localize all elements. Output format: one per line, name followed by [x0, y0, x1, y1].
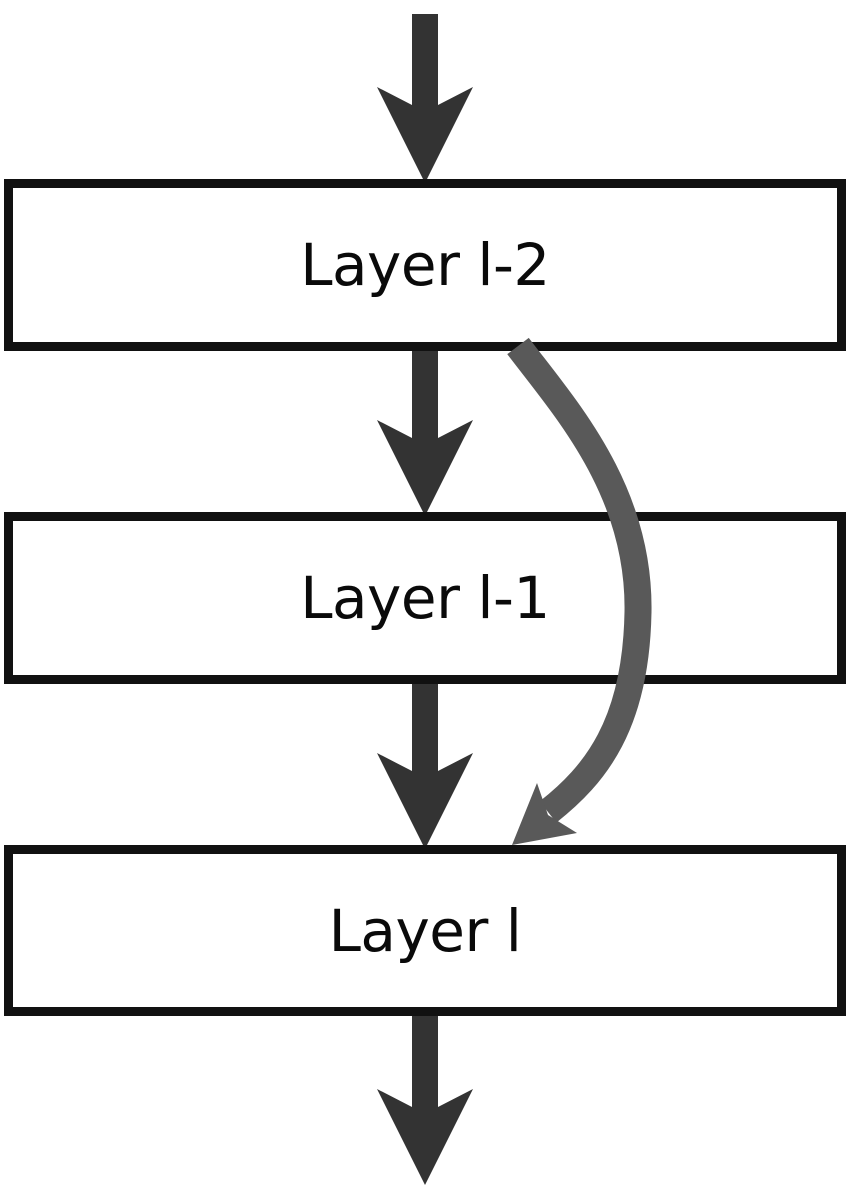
layer-box-l-minus-2: Layer l-2 [4, 179, 846, 351]
down-arrow-l1-to-l-icon [377, 681, 473, 849]
layer-l-label: Layer l [328, 896, 522, 965]
skip-connection-arrowhead-icon [512, 783, 577, 845]
skip-connection-curve [507, 337, 652, 823]
input-down-arrow-icon [377, 14, 473, 183]
layer-box-l-minus-1: Layer l-1 [4, 512, 846, 684]
layer-box-l: Layer l [4, 845, 846, 1016]
output-down-arrow-icon [377, 1013, 473, 1185]
down-arrow-l2-to-l1-icon [377, 348, 473, 516]
layer-l-minus-2-label: Layer l-2 [300, 231, 550, 299]
layer-l-minus-1-label: Layer l-1 [300, 564, 550, 632]
